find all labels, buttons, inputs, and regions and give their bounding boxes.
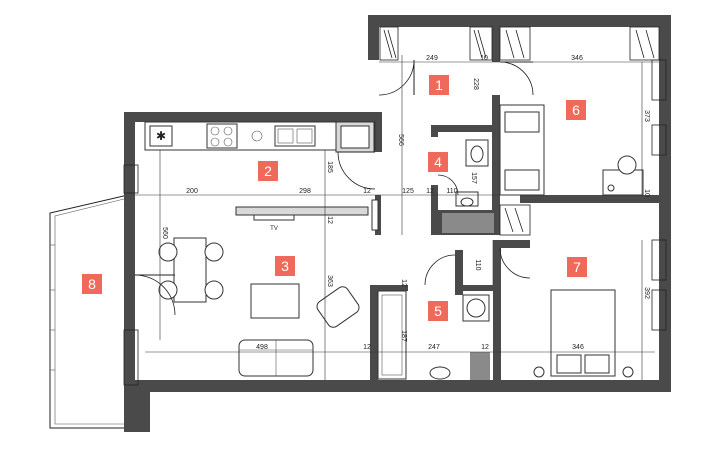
kitchen-counter: ✱ bbox=[144, 121, 376, 153]
dining-set bbox=[158, 237, 224, 303]
dimension-texts: 249 10 346 228 373 185 566 157 200 298 1… bbox=[161, 55, 650, 351]
room-badge-8: 8 bbox=[82, 274, 102, 294]
dim-hall-depth: 228 bbox=[472, 78, 479, 90]
dim-living-498: 498 bbox=[256, 344, 268, 351]
dim-tv-wall-12: 12 bbox=[326, 216, 333, 224]
dim-dining-560: 560 bbox=[161, 227, 168, 239]
balcony bbox=[49, 194, 129, 429]
svg-text:✱: ✱ bbox=[156, 129, 166, 143]
tv-label: TV bbox=[270, 226, 278, 232]
room-badge-2: 2 bbox=[258, 161, 278, 181]
room-badge-6: 6 bbox=[566, 100, 586, 120]
bathroom-fixtures bbox=[377, 290, 490, 380]
room-badge-5: 5 bbox=[428, 301, 448, 321]
dim-hall-width: 249 bbox=[426, 55, 438, 62]
dim-living-depth: 363 bbox=[326, 275, 333, 287]
room-badge-4: 4 bbox=[428, 152, 448, 172]
room-badges: 1 2 3 4 5 6 7 8 bbox=[82, 75, 587, 321]
dim-room7-width: 346 bbox=[572, 344, 584, 351]
dim-wc-566: 566 bbox=[397, 134, 404, 146]
dim-corridor-125: 125 bbox=[402, 188, 414, 195]
interior-walls bbox=[370, 27, 659, 380]
windows bbox=[123, 26, 667, 386]
dim-wc-depth: 157 bbox=[470, 172, 477, 184]
dim-bath-247: 247 bbox=[428, 344, 440, 351]
dim-bath-door-110: 110 bbox=[474, 259, 481, 270]
dim-room6-wall-10: 10 bbox=[643, 189, 650, 197]
svg-text:2: 2 bbox=[264, 163, 272, 179]
svg-text:8: 8 bbox=[88, 276, 96, 292]
room-badge-7: 7 bbox=[567, 257, 587, 277]
room7-bed bbox=[533, 289, 634, 378]
dim-living-298: 298 bbox=[299, 188, 311, 195]
dimension-lines bbox=[135, 55, 659, 380]
dim-bath-12c: 12 bbox=[363, 344, 371, 351]
living-furniture bbox=[238, 283, 360, 377]
svg-text:3: 3 bbox=[281, 258, 289, 274]
svg-text:1: 1 bbox=[435, 77, 443, 93]
tv-cabinet: TV bbox=[235, 199, 379, 232]
dim-bath-12: 12 bbox=[400, 279, 407, 287]
dim-bath-187: 187 bbox=[400, 330, 407, 342]
room-badge-3: 3 bbox=[275, 256, 295, 276]
exterior-walls bbox=[124, 15, 671, 432]
wc-fixtures bbox=[455, 139, 489, 207]
svg-text:7: 7 bbox=[573, 259, 581, 275]
dim-room6-depth: 373 bbox=[643, 110, 650, 122]
dim-top-10: 10 bbox=[480, 55, 488, 62]
dim-partition-12b: 12 bbox=[426, 188, 434, 195]
room-badge-1: 1 bbox=[429, 75, 449, 95]
dim-partition-12a: 12 bbox=[363, 188, 371, 195]
svg-text:5: 5 bbox=[434, 303, 442, 319]
dim-bath-12b: 12 bbox=[481, 344, 489, 351]
dim-living-200: 200 bbox=[186, 188, 198, 195]
room6-furniture bbox=[499, 104, 644, 196]
svg-text:4: 4 bbox=[434, 154, 442, 170]
dim-kitchen-depth: 185 bbox=[326, 161, 333, 173]
dim-closet-110: 110 bbox=[446, 188, 457, 195]
dim-room6-width: 346 bbox=[571, 55, 583, 62]
svg-text:6: 6 bbox=[572, 102, 580, 118]
dim-room7-depth: 392 bbox=[643, 287, 650, 299]
